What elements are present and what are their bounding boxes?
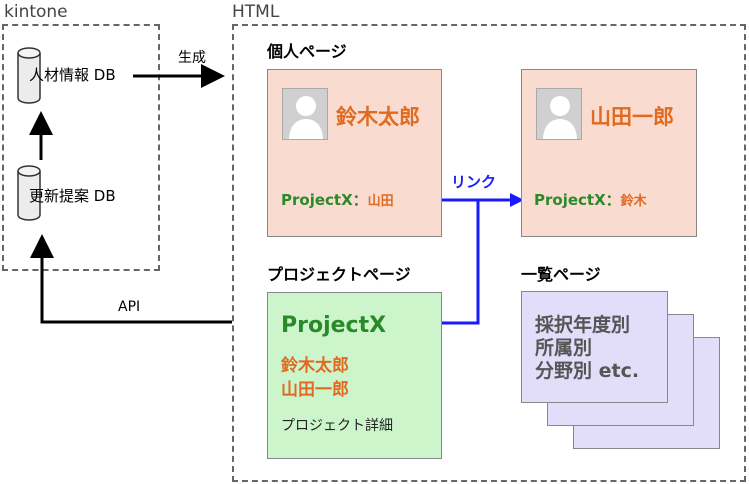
project-link[interactable]: ProjectX：鈴木: [534, 190, 647, 212]
list-page-title: 一覧ページ: [521, 265, 601, 284]
person-card[interactable]: 山田一郎 ProjectX：鈴木: [521, 69, 697, 237]
project-detail: プロジェクト詳細: [281, 418, 393, 434]
project-link-name: ProjectX：: [281, 191, 368, 209]
person-name: 山田一郎: [590, 105, 674, 129]
api-label: API: [118, 299, 141, 315]
person-db-label: 人材情報 DB: [29, 66, 116, 84]
proposal-db-label: 更新提案 DB: [29, 187, 116, 205]
person-db-cylinder-icon: [17, 47, 41, 104]
link-label: リンク: [451, 173, 497, 191]
kintone-group: [2, 24, 160, 271]
project-partner: 鈴木: [620, 194, 647, 209]
html-group-label: HTML: [232, 2, 280, 22]
list-card[interactable]: 採択年度別 所属別 分野別 etc.: [521, 291, 668, 403]
proposal-db-cylinder-icon: [17, 165, 41, 221]
project-link-name: ProjectX：: [534, 191, 621, 209]
person-name: 鈴木太郎: [336, 105, 420, 129]
list-category: 分野別 etc.: [535, 360, 640, 382]
list-category: 所属別: [535, 337, 593, 359]
kintone-group-label: kintone: [4, 2, 68, 22]
list-category: 採択年度別: [535, 314, 631, 336]
project-member[interactable]: 山田一郎: [281, 380, 349, 400]
generate-label: 生成: [178, 50, 206, 66]
person-card[interactable]: 鈴木太郎 ProjectX：山田: [267, 69, 442, 237]
api-arrow: [30, 234, 232, 324]
project-member[interactable]: 鈴木太郎: [281, 356, 349, 376]
project-link[interactable]: ProjectX：山田: [281, 190, 394, 212]
project-card[interactable]: ProjectX 鈴木太郎 山田一郎 プロジェクト詳細: [267, 292, 442, 459]
user-avatar-icon: [282, 88, 328, 140]
user-avatar-icon: [536, 88, 582, 140]
project-partner: 山田: [367, 194, 394, 209]
project-title: ProjectX: [281, 313, 387, 338]
project-page-title: プロジェクトページ: [267, 265, 411, 284]
html-group: [232, 24, 746, 482]
personal-page-title: 個人ページ: [267, 42, 347, 61]
